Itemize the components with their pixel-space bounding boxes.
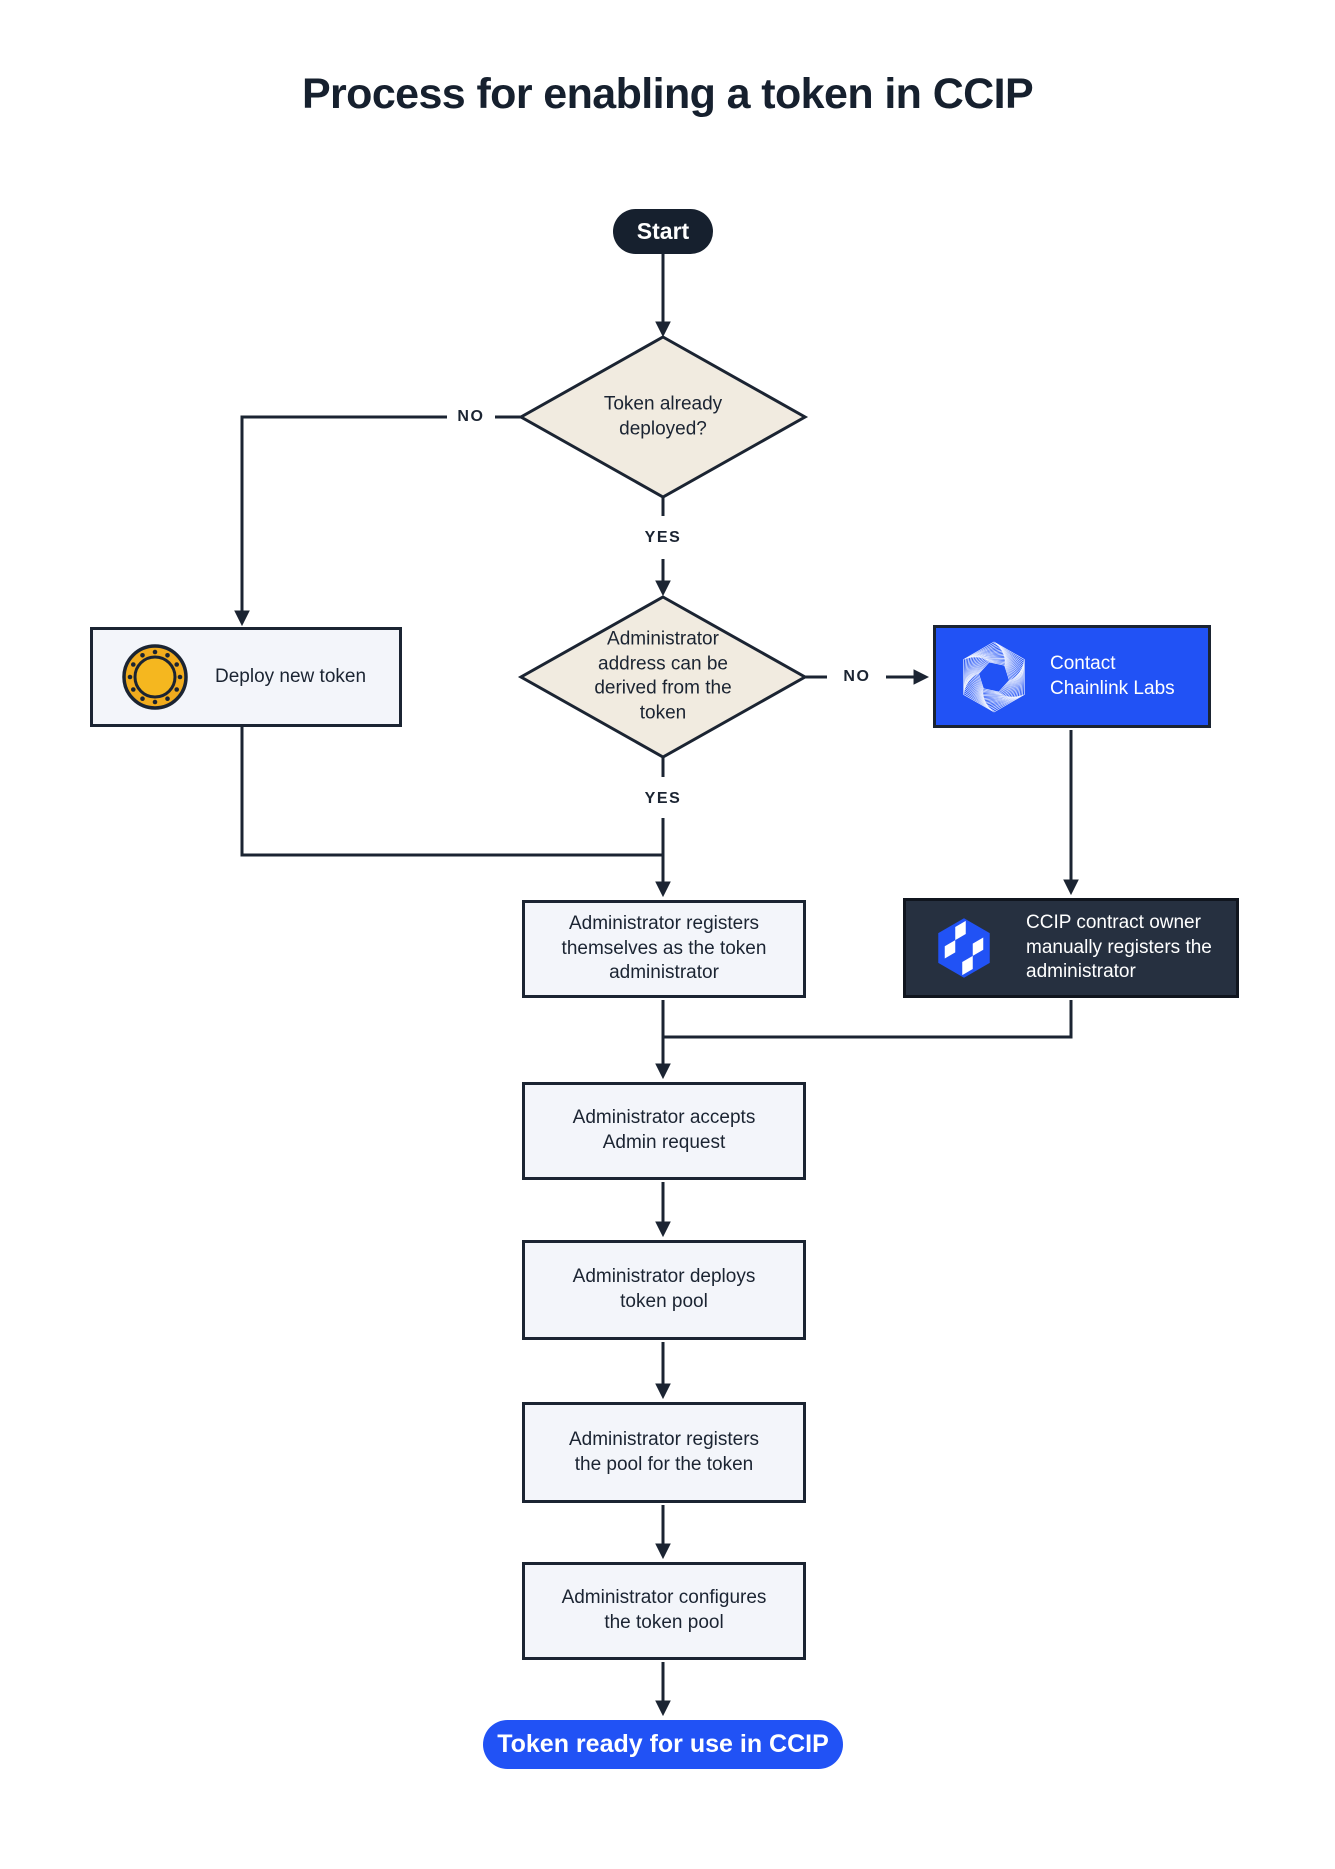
process-label: Contact Chainlink Labs <box>1050 652 1175 699</box>
process-admin-accepts: Administrator accepts Admin request <box>522 1082 806 1180</box>
start-label: Start <box>636 218 690 244</box>
page-title: Process for enabling a token in CCIP <box>301 70 1034 118</box>
process-label: Administrator configures the token pool <box>561 1587 767 1633</box>
process-label: Administrator deploys token pool <box>572 1266 756 1312</box>
process-label: CCIP contract owner manually registers t… <box>1026 911 1212 983</box>
decision-admin-derivable-label: Administrator address can be derived fro… <box>594 628 732 724</box>
start-node: Start <box>613 209 713 254</box>
process-contact-chainlink-labs: Contact Chainlink Labs <box>933 625 1211 728</box>
branch-label-yes-2: YES <box>644 790 682 807</box>
chainlink-labs-icon <box>963 641 1025 712</box>
branch-label-no-2: NO <box>843 668 871 685</box>
end-label: Token ready for use in CCIP <box>497 1730 829 1758</box>
process-admin-deploys-pool: Administrator deploys token pool <box>522 1240 806 1340</box>
process-ccip-owner-registers: CCIP contract owner manually registers t… <box>903 898 1239 998</box>
edge-token-deployed-no <box>234 415 447 627</box>
branch-label-no-1: NO <box>457 408 485 425</box>
edge-ccip-owner-merge <box>663 1000 1073 1039</box>
process-deploy-new-token: Deploy new token <box>90 627 402 727</box>
ccip-logo-icon <box>938 918 990 978</box>
edge-deploy-token-merge <box>240 727 663 857</box>
decision-token-deployed-label: Token already deployed? <box>603 393 723 439</box>
token-coin-icon <box>122 644 188 710</box>
process-label: Administrator accepts Admin request <box>572 1107 756 1153</box>
process-admin-configures-pool: Administrator configures the token pool <box>522 1562 806 1660</box>
process-admin-registers-pool: Administrator registers the pool for the… <box>522 1402 806 1503</box>
process-label: Administrator registers the pool for the… <box>568 1428 760 1475</box>
process-label: Administrator registers themselves as th… <box>561 912 767 984</box>
branch-label-yes-1: YES <box>644 529 682 546</box>
process-label: Deploy new token <box>215 665 367 687</box>
end-node: Token ready for use in CCIP <box>483 1720 843 1769</box>
process-admin-registers-self: Administrator registers themselves as th… <box>522 900 806 998</box>
